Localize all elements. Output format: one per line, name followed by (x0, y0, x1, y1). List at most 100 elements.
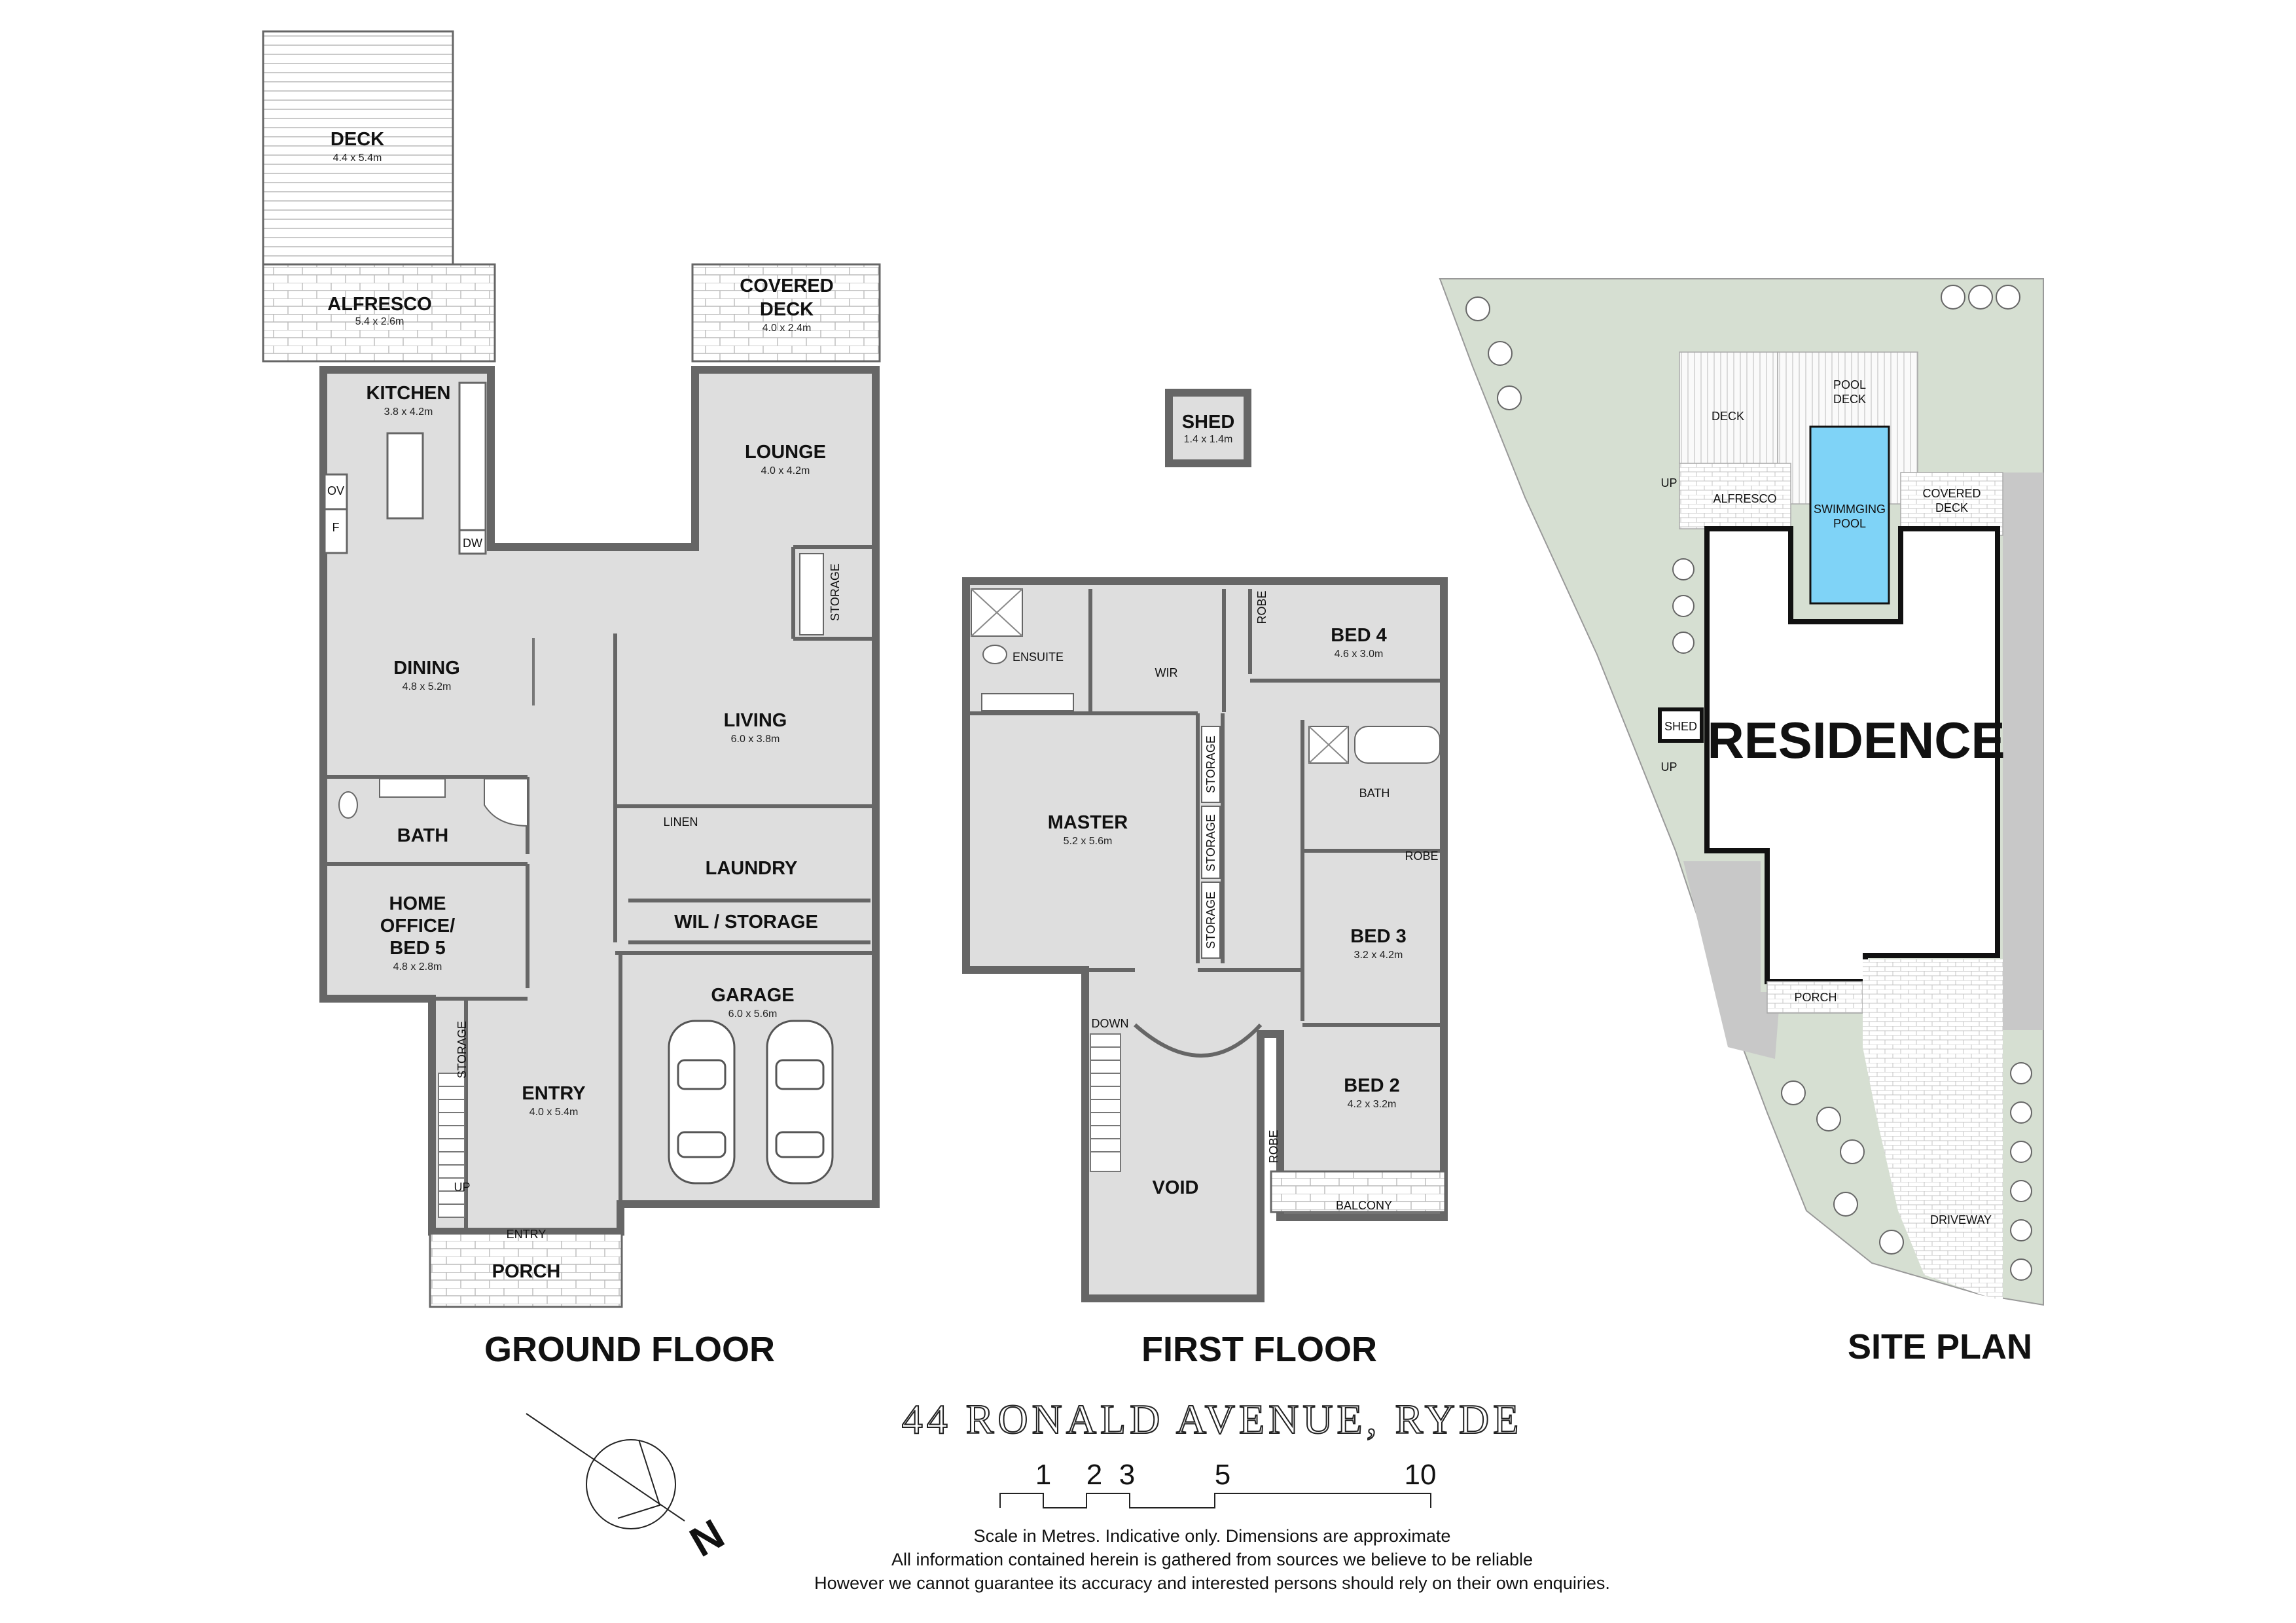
kitchen-bench (458, 382, 487, 531)
disclaimer-line-2: All information contained herein is gath… (891, 1550, 1533, 1569)
home-office-label-3: BED 5 (389, 938, 445, 959)
kitchen-dims: 3.8 x 4.2m (384, 406, 433, 418)
alfresco-dims: 5.4 x 2.6m (355, 316, 404, 327)
car-icon (668, 1020, 736, 1185)
scale-label-1: 1 (1035, 1459, 1051, 1491)
first-floor-plan: ENSUITE WIR BED 4 4.6 x 3.0m ROBE MASTER… (962, 577, 1448, 1302)
car-icon (766, 1020, 834, 1185)
storage-label-1: STORAGE (1204, 736, 1217, 793)
ensuite-label: ENSUITE (1013, 651, 1064, 664)
master-label: MASTER (1048, 812, 1128, 833)
site-alfresco-label: ALFRESCO (1713, 492, 1776, 505)
vanity (379, 778, 446, 798)
toilet (338, 791, 358, 819)
entry-dims: 4.0 x 5.4m (529, 1107, 579, 1118)
master-dims: 5.2 x 5.6m (1064, 836, 1113, 847)
porch-label: PORCH (492, 1261, 561, 1282)
site-covered-label-1: COVERED (1922, 487, 1981, 500)
site-plan-title: SITE PLAN (1848, 1327, 2032, 1366)
bed2-dims: 4.2 x 3.2m (1348, 1099, 1397, 1110)
deck-label: DECK (331, 129, 384, 150)
void-label: VOID (1153, 1177, 1199, 1198)
first-floor-title: FIRST FLOOR (1141, 1330, 1377, 1369)
site-porch-label: PORCH (1794, 991, 1837, 1004)
site-driveway (1863, 959, 2003, 1301)
shed-dims: 1.4 x 1.4m (1184, 434, 1233, 445)
site-pool-deck-label-1: POOL (1833, 378, 1866, 391)
site-deck (1679, 351, 1778, 464)
bed3-label: BED 3 (1350, 926, 1406, 947)
bed4-robe-label: ROBE (1255, 590, 1268, 624)
down-label: DOWN (1092, 1017, 1129, 1030)
covered-deck-dims: 4.0 x 2.4m (762, 323, 812, 334)
bed4-label: BED 4 (1331, 625, 1386, 646)
residence-footprint (1704, 526, 2000, 984)
site-porch (1767, 981, 1863, 1014)
oven-label: OV (327, 484, 344, 497)
fridge-label: F (332, 521, 340, 534)
north-arrow-icon: N (526, 1413, 732, 1566)
bed4-dims: 4.6 x 3.0m (1335, 649, 1384, 660)
dishwasher-label: DW (463, 537, 482, 550)
living-dims: 6.0 x 3.8m (731, 734, 780, 745)
entry-label: ENTRY (522, 1083, 585, 1104)
site-pool (1809, 425, 1890, 605)
living-label: LIVING (724, 710, 787, 731)
ensuite-vanity (981, 693, 1074, 711)
linen-label: LINEN (663, 815, 698, 829)
site-pool-label-1: SWIMMGING (1814, 503, 1886, 516)
scale-label-3: 3 (1119, 1459, 1135, 1491)
bed3-robe-label: ROBE (1405, 849, 1438, 863)
entry-door-label: ENTRY (507, 1228, 547, 1241)
laundry-label: LAUNDRY (706, 858, 798, 879)
storage-label-3: STORAGE (1204, 891, 1217, 949)
bathtub (1354, 726, 1441, 764)
scale-label-10: 10 (1405, 1459, 1437, 1491)
shed-label: SHED (1182, 412, 1235, 433)
site-shed (1658, 707, 1704, 743)
porch-area (429, 1232, 623, 1308)
garage-dims: 6.0 x 5.6m (728, 1008, 778, 1020)
shower-corner (484, 778, 528, 827)
appliance-cabinet (323, 473, 348, 554)
site-shed-label: SHED (1664, 720, 1697, 733)
tree-icon (1465, 285, 2032, 1281)
covered-deck-area (691, 263, 881, 363)
lounge-storage-label: STORAGE (829, 563, 842, 621)
up-label: UP (454, 1181, 470, 1194)
bath-label: BATH (397, 825, 448, 846)
shed: SHED 1.4 x 1.4m (1165, 389, 1251, 467)
balcony-label: BALCONY (1336, 1199, 1392, 1212)
lounge-dims: 4.0 x 4.2m (761, 465, 810, 476)
site-up-label-2: UP (1660, 760, 1677, 774)
residence-label: RESIDENCE (1707, 711, 2005, 769)
lounge-label: LOUNGE (745, 442, 826, 463)
alfresco-label: ALFRESCO (327, 294, 432, 315)
site-up-label-1: UP (1660, 476, 1677, 490)
ground-floor-slab (319, 366, 880, 1236)
deck-dims: 4.4 x 5.4m (333, 152, 382, 164)
kitchen-label: KITCHEN (367, 383, 451, 404)
kitchen-island (386, 432, 424, 520)
bed3-dims: 3.2 x 4.2m (1354, 950, 1403, 961)
covered-deck-label-1: COVERED (740, 276, 833, 296)
home-office-label-2: OFFICE/ (380, 916, 455, 936)
wil-storage-label: WIL / STORAGE (674, 912, 818, 933)
deck-area (262, 30, 454, 266)
storage-label-2: STORAGE (1204, 814, 1217, 872)
dining-dims: 4.8 x 5.2m (403, 681, 452, 692)
ground-floor-title: GROUND FLOOR (484, 1330, 775, 1369)
bed2-label: BED 2 (1344, 1075, 1399, 1096)
dining-label: DINING (393, 658, 460, 679)
home-office-dims: 4.8 x 2.8m (393, 961, 442, 972)
toilet (982, 645, 1007, 664)
balcony-area (1270, 1170, 1446, 1213)
ground-stair (438, 1073, 465, 1218)
bed2-robe-label: ROBE (1267, 1130, 1280, 1163)
site-covered-label-2: DECK (1935, 501, 1968, 514)
site-pool-label-2: POOL (1833, 517, 1866, 530)
bath-label-first: BATH (1359, 787, 1390, 800)
scale-label-5: 5 (1215, 1459, 1230, 1491)
site-alfresco (1679, 463, 1791, 529)
